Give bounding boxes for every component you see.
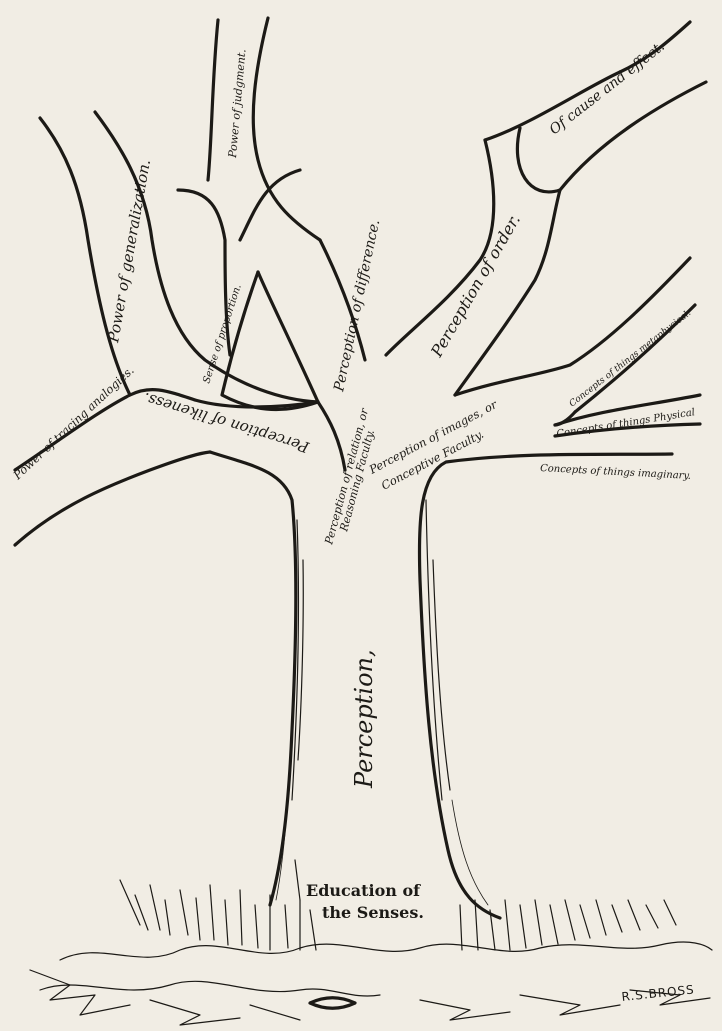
- label-perception-of-order: Perception of order.: [427, 211, 524, 361]
- trunk-bark-line: [452, 800, 488, 905]
- grass-strokes: [120, 880, 316, 950]
- labels: Perception, Education of the Senses. Per…: [10, 38, 696, 1004]
- trunk-bark-line: [426, 500, 442, 800]
- cause-branch-upper-edge: [485, 22, 690, 140]
- label-power-of-tracing-analogies: Power of tracing analogies.: [10, 363, 137, 483]
- label-perception: Perception,: [350, 649, 378, 789]
- judgment-branch-right-edge: [253, 18, 320, 240]
- trunk-bark-line: [295, 860, 300, 900]
- trunk-bark-line: [433, 560, 450, 790]
- label-perception-of-difference: Perception of difference.: [331, 218, 383, 394]
- ground-grass: [30, 880, 712, 1025]
- label-education-line1: Education of: [306, 881, 421, 900]
- order-branch-left-edge: [386, 140, 494, 355]
- label-of-cause-and-effect: Of cause and effect.: [547, 38, 668, 138]
- trunk-right-edge: [419, 454, 672, 918]
- likeness-limb-lower-edge: [15, 452, 210, 545]
- proportion-triangle-right: [258, 272, 318, 402]
- generalization-branch-left-edge: [40, 118, 130, 395]
- label-power-of-generalization: Power of generalization.: [104, 158, 154, 345]
- cause-branch-joint: [517, 128, 560, 192]
- judgment-branch-upper-left-edge: [208, 20, 218, 180]
- label-concepts-metaphysical: Concepts of things metaphysical.: [568, 308, 694, 409]
- label-education-line2: the Senses.: [322, 903, 424, 922]
- ground-line: [40, 981, 380, 996]
- left-limb: [15, 112, 318, 545]
- relation-limb-edge: [318, 402, 345, 470]
- trunk-left-edge: [210, 452, 296, 905]
- grass-strokes: [460, 900, 676, 950]
- ground-stone: [310, 998, 355, 1009]
- difference-fork-edge: [240, 170, 300, 240]
- label-concepts-imaginary: Concepts of things imaginary.: [540, 463, 691, 482]
- grass-zigzag: [30, 970, 710, 1025]
- ground-line: [60, 942, 712, 960]
- trunk: [210, 452, 672, 918]
- artist-signature: R.S.BROSS: [621, 982, 695, 1004]
- label-power-of-judgment: Power of judgment.: [226, 49, 249, 160]
